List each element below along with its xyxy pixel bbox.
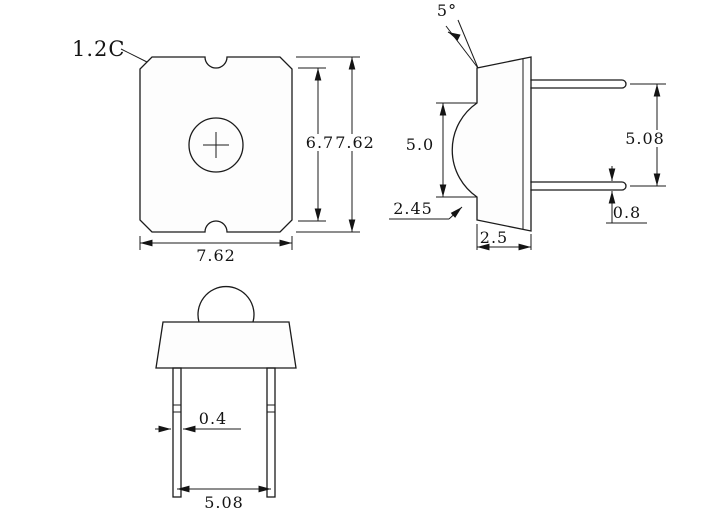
label-backing xyxy=(623,130,669,147)
chamfer-label: 1.2C xyxy=(72,37,125,61)
pin-pitch-label: 5.08 xyxy=(204,493,244,512)
right-pin xyxy=(266,367,276,498)
overall-height-label: 7.62 xyxy=(335,133,375,152)
leader-arrow xyxy=(448,206,463,220)
bottom-pin-side xyxy=(530,181,627,191)
top-pin-side xyxy=(530,79,627,89)
side-body-outline xyxy=(451,56,532,232)
top-view: 1.2C 6.7 7.62 7.62 xyxy=(72,37,375,265)
overall-width-label: 7.62 xyxy=(196,246,236,265)
draft-angle-label: 5° xyxy=(437,1,457,20)
draft-angle-slant-line xyxy=(445,25,479,69)
lens-offset-label: 2.45 xyxy=(393,199,433,218)
label-backing xyxy=(302,134,374,151)
draft-angle-arrow xyxy=(447,31,461,41)
front-view: 0.4 5.08 xyxy=(155,285,297,512)
chamfer-leader-line xyxy=(120,48,148,63)
lens-hole-circle xyxy=(188,117,244,173)
lens-height-label: 5.0 xyxy=(406,135,434,154)
left-pin xyxy=(172,367,182,498)
pin-pitch-label: 5.08 xyxy=(625,129,665,148)
pin-width-label: 0.4 xyxy=(199,409,227,428)
draft-angle-reference-line xyxy=(457,19,479,69)
body-thickness-label: 2.5 xyxy=(480,228,508,247)
side-view: 5° 5.0 2.45 2.5 5.08 0.8 xyxy=(389,1,669,251)
notch-height-label: 6.7 xyxy=(306,133,334,152)
lens-dome-arc xyxy=(197,285,255,323)
pin-thickness-label: 0.8 xyxy=(613,203,641,222)
front-body-outline xyxy=(155,321,297,369)
